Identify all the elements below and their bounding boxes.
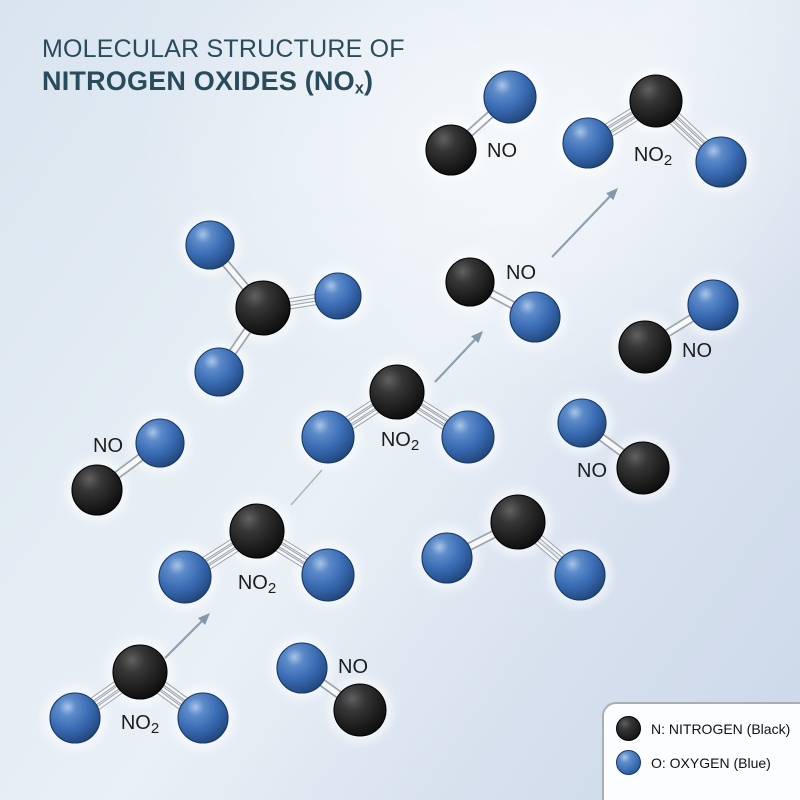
arrow-shaft xyxy=(164,617,206,659)
oxygen-atom xyxy=(687,279,739,331)
molecule-label: NO xyxy=(506,262,536,284)
oxygen-atom xyxy=(49,692,101,744)
molecule-no2-center-left: NO2 xyxy=(152,497,361,610)
legend-nitrogen-label: N: NITROGEN (Black) xyxy=(651,720,791,737)
molecule-no3-unlabeled xyxy=(179,214,368,403)
oxygen-atom xyxy=(562,117,614,169)
legend-row-nitrogen: N: NITROGEN (Black) xyxy=(616,716,800,741)
legend-oxygen-label: O: OXYGEN (Blue) xyxy=(651,754,771,771)
legend-row-oxygen: O: OXYGEN (Blue) xyxy=(616,750,800,775)
molecule-label: NO2 xyxy=(381,429,419,454)
reaction-arrow xyxy=(551,188,618,258)
arrow-head xyxy=(197,613,210,626)
oxygen-atom xyxy=(421,532,473,584)
nitrogen-atom xyxy=(112,644,168,700)
arrow-shaft xyxy=(434,336,479,383)
reaction-arrow xyxy=(434,331,483,383)
oxygen-atom xyxy=(695,136,747,188)
molecule-no-bottom: NO xyxy=(270,636,393,743)
molecule-label: NO xyxy=(682,340,712,362)
nitrogen-atom xyxy=(369,364,425,420)
oxygen-atom xyxy=(509,291,561,343)
title-line2: NITROGEN OXIDES (NOx) xyxy=(42,65,374,98)
oxygen-atom xyxy=(483,70,537,124)
oxygen-atom xyxy=(314,272,362,320)
nitrogen-atom xyxy=(490,494,546,550)
molecule-label: NO xyxy=(338,656,368,678)
title-subscript: x xyxy=(354,79,365,98)
molecule-no-right: NO xyxy=(612,273,745,380)
arrow-head xyxy=(471,331,483,344)
arrow-head xyxy=(606,188,618,201)
nitrogen-atom xyxy=(618,320,672,374)
oxygen-atom xyxy=(441,410,495,464)
molecule-label: NO xyxy=(487,140,517,162)
molecule-no-right-mid: NO xyxy=(551,392,676,501)
oxygen-swatch-icon xyxy=(616,750,641,775)
nitrogen-atom xyxy=(333,683,387,737)
oxygen-atom xyxy=(185,220,235,270)
molecule-label: NO xyxy=(577,460,607,482)
nitrogen-atom xyxy=(616,441,670,495)
page-title: MOLECULAR STRUCTURE OF NITROGEN OXIDES (… xyxy=(42,34,405,99)
oxygen-atom xyxy=(158,550,212,604)
arrow-shaft xyxy=(551,193,614,258)
nitrogen-atom xyxy=(425,124,477,176)
nitrogen-atom xyxy=(235,280,291,336)
oxygen-atom xyxy=(557,398,607,448)
oxygen-atom xyxy=(194,347,244,397)
oxygen-atom xyxy=(301,548,355,602)
oxygen-atom xyxy=(177,692,229,744)
oxygen-atom xyxy=(554,549,606,601)
nitrogen-atom xyxy=(445,257,495,307)
molecule-label: NO2 xyxy=(634,144,672,169)
molecule-no-top-right: NO xyxy=(419,64,543,182)
nitrogen-atom xyxy=(71,464,123,516)
nitrogen-atom xyxy=(229,503,285,559)
molecule-no-middle: NO xyxy=(439,251,567,349)
molecule-no2-unlabeled xyxy=(415,488,612,607)
connector-shaft xyxy=(290,469,323,506)
oxygen-atom xyxy=(301,410,355,464)
oxygen-atom xyxy=(135,418,185,468)
molecule-label: NO2 xyxy=(121,712,159,737)
molecule-no2-bottom-left: NO2 xyxy=(43,638,235,750)
connector-line xyxy=(290,469,323,506)
title-line1: MOLECULAR STRUCTURE OF xyxy=(42,35,405,63)
legend-box: N: NITROGEN (Black) O: OXYGEN (Blue) xyxy=(602,702,800,800)
reaction-arrow xyxy=(164,613,210,659)
molecule-label: NO xyxy=(93,435,123,457)
molecule-no2-center: NO2 xyxy=(295,358,501,470)
molecule-no-left: NO xyxy=(65,412,191,522)
molecule-label: NO2 xyxy=(238,572,276,597)
nitrogen-swatch-icon xyxy=(616,716,641,741)
nitrogen-atom xyxy=(629,74,683,128)
oxygen-atom xyxy=(276,642,328,694)
molecule-no2-top-right: NO2 xyxy=(556,68,753,194)
